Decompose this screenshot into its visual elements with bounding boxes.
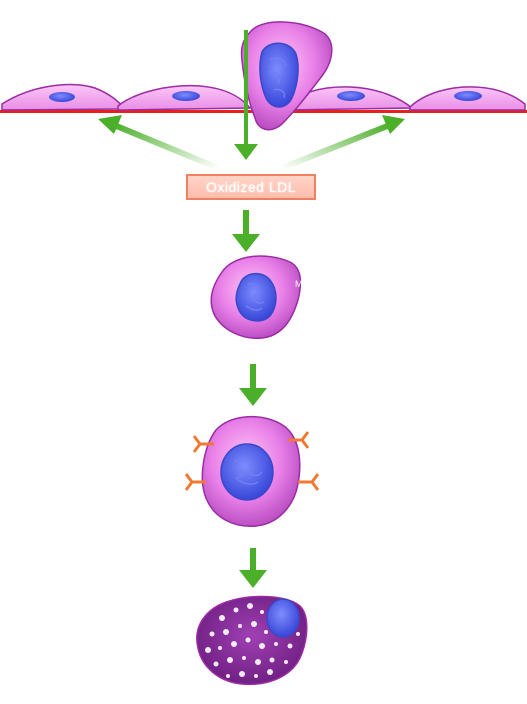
lipid-droplets bbox=[205, 603, 300, 678]
monocyte-mark-label: M bbox=[295, 279, 303, 289]
monocyte-2-chromatin bbox=[245, 282, 265, 311]
scavenger-receptor-1 bbox=[192, 435, 214, 453]
scavenger-receptor-4 bbox=[298, 473, 320, 491]
macrophage bbox=[184, 415, 320, 527]
arrow-right-head bbox=[382, 115, 405, 134]
intima-monocyte bbox=[210, 255, 302, 339]
arrow-right-shaft bbox=[280, 122, 392, 171]
arrow-step-2 bbox=[232, 210, 260, 252]
macrophage-nucleus bbox=[220, 443, 274, 501]
endothelial-nucleus-3 bbox=[337, 91, 365, 101]
endothelial-nucleus-2 bbox=[172, 91, 200, 101]
arrow-down-head bbox=[234, 144, 258, 160]
scavenger-receptor-3 bbox=[184, 473, 206, 491]
endothelial-nucleus-4 bbox=[454, 91, 482, 101]
arrow-step-3 bbox=[239, 364, 267, 406]
macrophage-chromatin bbox=[233, 458, 263, 485]
arrow-left-shaft bbox=[112, 122, 220, 171]
monocyte-2-nucleus bbox=[235, 272, 277, 322]
endothelial-nucleus-1 bbox=[49, 92, 75, 102]
migrating-monocyte bbox=[240, 21, 333, 131]
oxidized-ldl-label: Oxidized LDL bbox=[186, 174, 316, 200]
foam-cell-nucleus bbox=[266, 598, 300, 638]
monocyte-chromatin bbox=[267, 57, 287, 99]
scavenger-receptor-2 bbox=[288, 431, 310, 449]
arrow-left-head bbox=[98, 115, 122, 134]
foam-cell bbox=[196, 595, 308, 686]
endothelial-layer bbox=[1, 83, 526, 111]
arrow-step-4 bbox=[239, 548, 267, 588]
endothelium-arrows bbox=[98, 30, 405, 171]
